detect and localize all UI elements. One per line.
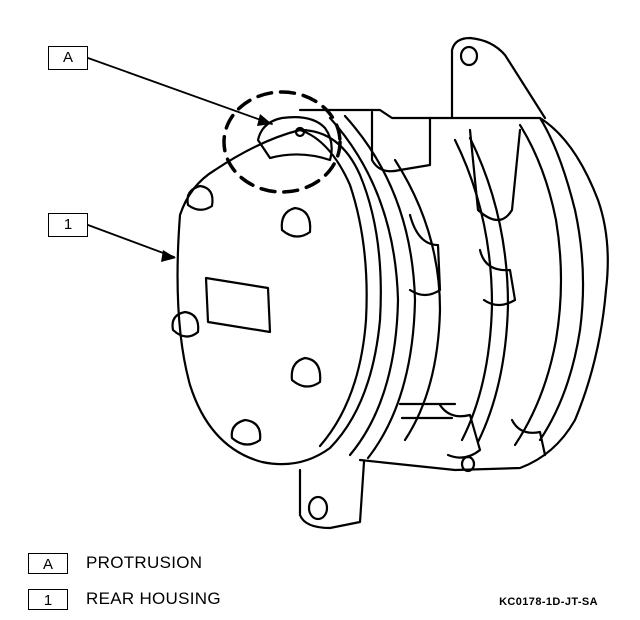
body-rib-3 (393, 158, 442, 442)
body-rib-1 (328, 116, 400, 457)
rear-housing-face (176, 128, 382, 466)
callout-a: A (48, 46, 88, 70)
legend-key-1: 1 (28, 588, 68, 610)
housing-bump-right (290, 356, 322, 388)
leader-a (87, 57, 273, 125)
right-lower-hole (460, 455, 476, 473)
legend-text-1: REAR HOUSING (86, 589, 221, 608)
legend-row-a: A PROTRUSION (28, 551, 202, 575)
leader-1-arrowhead (161, 250, 176, 262)
callout-1: 1 (48, 213, 88, 237)
compressor-illustration (87, 36, 609, 530)
lower-boss (438, 403, 482, 459)
mid-boss-left (408, 213, 442, 297)
legend-key-a: A (28, 552, 68, 574)
housing-bump-top-right (280, 206, 312, 238)
protrusion (256, 116, 333, 162)
protrusion-highlight-circle (222, 90, 342, 194)
lower-boss-right (510, 418, 547, 457)
housing-bump-top-left (186, 184, 214, 211)
rear-flange-inner (513, 123, 563, 447)
body-rib-5 (468, 136, 510, 444)
body-seam (398, 402, 457, 420)
right-boss-upper (468, 128, 522, 222)
bottom-ear-hole (307, 495, 329, 521)
top-mounting-ear (450, 36, 547, 120)
nameplate (204, 276, 272, 334)
top-ear-hole (459, 45, 479, 67)
leader-a-arrowhead (257, 114, 272, 126)
legend-text-a: PROTRUSION (86, 553, 203, 572)
legend-row-1: 1 REAR HOUSING (28, 587, 221, 611)
housing-bump-bottom (230, 418, 262, 446)
body-rib-2 (343, 114, 417, 460)
bottom-mounting-ear (298, 460, 366, 530)
mid-boss-right (478, 248, 517, 307)
figure-code: KC0178-1D-JT-SA (499, 596, 598, 608)
rear-housing-edge (298, 128, 368, 448)
compressor-body-outline (298, 108, 609, 472)
protrusion-highlight (294, 126, 306, 138)
housing-bump-left (171, 310, 200, 338)
body-rib-4 (453, 138, 494, 442)
rear-flange (538, 116, 585, 442)
upper-boss (370, 110, 432, 173)
leader-1 (87, 224, 175, 258)
